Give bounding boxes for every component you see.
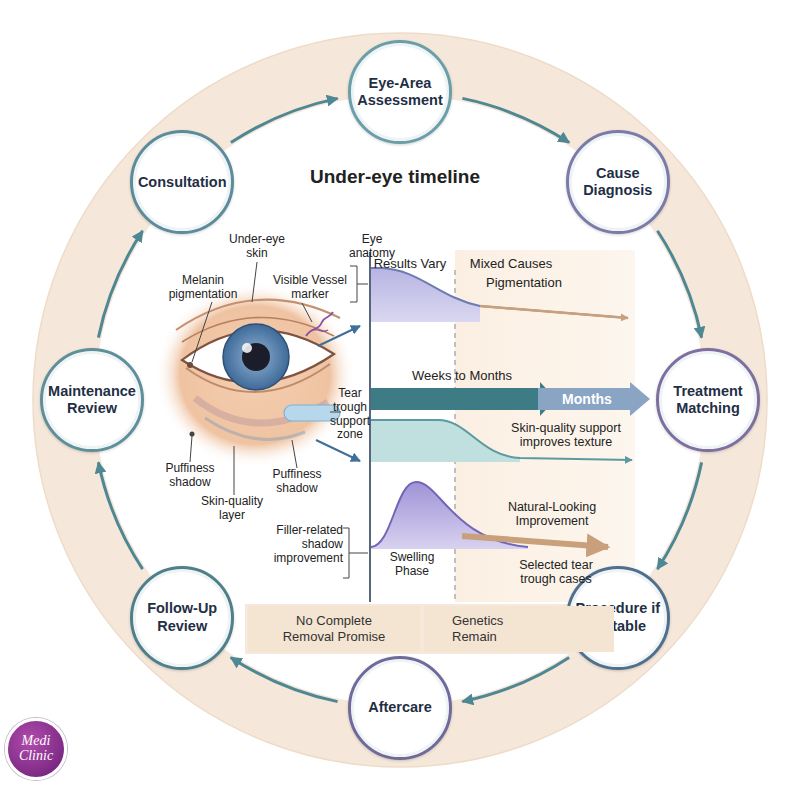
annotation-label: Tear trough support zone	[322, 387, 378, 442]
eye-illustration	[242, 343, 270, 371]
leader-line	[190, 432, 195, 437]
process-circle: Cause Diagnosis	[566, 130, 670, 234]
node-text: Cause Diagnosis	[570, 165, 666, 200]
eye-illustration	[242, 343, 252, 353]
node-text: Genetics Remain	[452, 613, 522, 644]
annotation-label: Melanin pigmentation	[161, 274, 245, 302]
eye-illustration	[314, 330, 328, 332]
eye-illustration	[187, 362, 193, 368]
node-text: Treatment Matching	[660, 383, 756, 418]
annotation-label: Filler-related shadow improvement	[251, 524, 343, 565]
node-text: Consultation	[134, 174, 230, 191]
eye-illustration	[155, 283, 355, 467]
eye-illustration	[155, 283, 355, 467]
flow-arrow	[98, 231, 142, 338]
annotation-label: Mixed Causes	[463, 257, 559, 272]
skin-quality-curve	[371, 420, 520, 462]
process-circle: Treatment Matching	[656, 348, 760, 452]
note-band: Genetics Remain	[424, 606, 614, 652]
flow-arrow	[462, 98, 569, 142]
eye-illustration	[223, 324, 289, 390]
annotation-label: Swelling Phase	[377, 551, 447, 579]
leader-line	[252, 262, 257, 302]
annotation-label: Puffiness shadow	[157, 462, 223, 490]
flow-arrow	[98, 462, 142, 569]
chart-background	[455, 250, 635, 602]
arrow-band: Months	[538, 382, 650, 416]
flow-arrow	[657, 462, 701, 569]
annotation-label: Pigmentation	[469, 276, 579, 291]
node-text: Medi Clinic	[14, 734, 58, 763]
eye-to-chart-arrow	[316, 440, 360, 461]
pigmentation-curve	[371, 268, 480, 322]
annotation-label: Weeks to Months	[392, 369, 532, 384]
leader-line	[234, 446, 235, 495]
pigmentation-curve	[371, 268, 628, 318]
eye-illustration	[186, 364, 330, 392]
pigmentation-curve	[371, 268, 628, 322]
leader-line	[292, 440, 297, 468]
flow-arrow	[231, 98, 338, 142]
node-text: Maintenance Review	[44, 383, 140, 418]
logo-badge: Medi Clinic	[5, 718, 67, 780]
swelling-curve	[462, 536, 608, 547]
cycle-ring	[33, 33, 767, 767]
leader-line	[192, 302, 212, 362]
process-circle: Consultation	[130, 130, 234, 234]
node-text: Aftercare	[352, 699, 448, 716]
annotation-label: Results Vary	[368, 257, 452, 272]
process-circle: Maintenance Review	[40, 348, 144, 452]
chart-background	[245, 604, 617, 654]
note-band: No Complete Removal Promise	[248, 606, 420, 652]
pigmentation-curve	[480, 306, 628, 318]
annotation-label: Selected tear trough cases	[508, 558, 604, 587]
weeks-to-months-arrow	[371, 382, 556, 416]
flow-arrow	[657, 231, 701, 338]
annotation-label: Natural-Looking Improvement	[492, 500, 612, 529]
node-text: No Complete Removal Promise	[274, 613, 394, 644]
eye-to-chart-arrow	[318, 326, 360, 346]
flow-arrow	[462, 657, 569, 701]
arrow-shape	[538, 382, 650, 416]
process-circle: Follow-Up Review	[130, 566, 234, 670]
diagram-title: Under-eye timeline	[295, 166, 495, 188]
weeks-to-months-arrow	[371, 382, 556, 416]
annotation-label: Skin-quality layer	[192, 495, 272, 523]
process-circle: Eye-Area Assessment	[348, 40, 452, 144]
leader-line	[343, 528, 368, 578]
eye-illustration	[306, 312, 333, 336]
annotation-label: Skin-quality support improves texture	[496, 421, 636, 450]
cycle-ring	[33, 33, 767, 767]
annotation-label: Under-eye skin	[222, 233, 292, 261]
node-text: Eye-Area Assessment	[352, 75, 448, 110]
node-text: Follow-Up Review	[134, 600, 230, 635]
annotation-label: Visible Vessel marker	[264, 274, 356, 302]
annotation-label: Puffiness shadow	[264, 468, 330, 496]
flow-arrow	[231, 657, 338, 701]
leader-line	[350, 266, 368, 302]
node-text: Months	[562, 391, 626, 407]
leader-line	[302, 303, 312, 322]
cycle-ring	[64, 64, 736, 736]
leader-line	[190, 436, 192, 462]
process-circle: Aftercare	[348, 656, 452, 760]
